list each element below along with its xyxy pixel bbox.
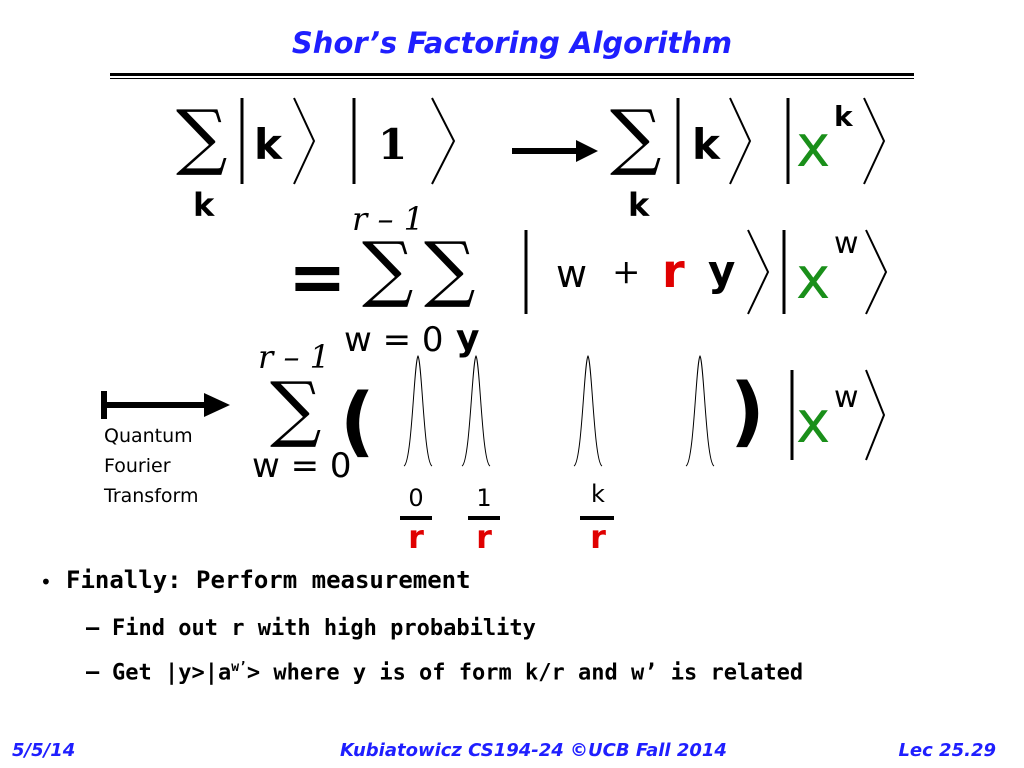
upper-limit-2: r – 1	[258, 338, 330, 376]
sum-index-k-1: k	[193, 186, 215, 224]
fraction-bar-k	[580, 516, 614, 520]
peak-label-k-numerator: k	[591, 480, 605, 508]
title-rule-thick	[110, 73, 914, 76]
ket-x-label-2: x	[796, 244, 831, 312]
open-paren: (	[340, 376, 375, 465]
plus-sign: +	[612, 252, 641, 292]
upper-limit-1: r – 1	[352, 200, 424, 238]
qft-sum-index: w = 0	[252, 446, 352, 486]
sum-symbol-4: ∑	[424, 226, 476, 310]
fraction-bar-0	[400, 516, 432, 520]
ket-w-label: w	[556, 252, 588, 296]
footer-course: Kubiatowicz CS194-24 ©UCB Fall 2014	[340, 740, 727, 761]
equals-sign: =	[288, 236, 347, 318]
peak-label-k-denominator: r	[590, 518, 606, 556]
bullet-text-3-sup: w’	[231, 660, 247, 675]
sum-index-k-2: k	[628, 186, 650, 224]
bullet-item-3: – Get |y>|aw’> where y is of form k/r an…	[40, 654, 1000, 698]
ket-y-label: y	[708, 246, 736, 295]
qft-label-line-1: Quantum	[104, 425, 193, 447]
exponent-k: k	[834, 100, 853, 133]
bullet-text-3-pre: Get |y>|a	[112, 660, 232, 686]
close-paren: )	[730, 366, 765, 455]
bullet-text-3: Get |y>|aw’> where y is of form k/r and …	[112, 660, 803, 685]
ket-w-ry-x	[524, 229, 888, 315]
ket-x-label-3: x	[796, 388, 831, 456]
peak-label-1-denominator: r	[476, 518, 492, 556]
sum-symbol-3: ∑	[362, 226, 414, 310]
probability-peaks	[403, 355, 715, 467]
title-rule-thin	[110, 78, 914, 79]
ket-k-label-2: k	[692, 120, 720, 169]
sum-symbol-5: ∑	[270, 366, 322, 450]
sub-bullet-dash: –	[86, 616, 100, 641]
sum-symbol-1: ∑	[176, 94, 228, 178]
arrow-right-icon	[512, 140, 598, 162]
sum-index-y: y	[456, 318, 480, 359]
exponent-w-1: w	[834, 226, 859, 261]
bullet-text-3-post: > where y is of form k/r and w’ is relat…	[246, 660, 804, 686]
sub-bullet-dash: –	[86, 660, 100, 685]
ket-x-w-final	[790, 369, 886, 461]
peak-label-0-denominator: r	[408, 518, 424, 556]
footer-slide-number: Lec 25.29	[898, 740, 996, 761]
slide-title: Shor’s Factoring Algorithm	[291, 26, 733, 60]
bullet-dot: •	[40, 570, 52, 594]
footer-date: 5/5/14	[12, 740, 76, 761]
period-r: r	[662, 244, 685, 298]
sum-symbol-2: ∑	[610, 94, 662, 178]
bullet-item-2: – Find out r with high probability	[40, 610, 1000, 654]
fraction-bar-1	[468, 516, 500, 520]
ket-one-label: 1	[378, 120, 408, 169]
peak-label-1-numerator: 1	[476, 484, 492, 512]
ket-k-label-1: k	[254, 120, 282, 169]
bullet-text-2: Find out r with high probability	[112, 616, 536, 641]
sum-index-w: w = 0	[344, 320, 444, 360]
peak-label-0-numerator: 0	[408, 484, 424, 512]
ket-k-one	[240, 97, 456, 185]
ket-x-label-1: x	[796, 112, 831, 180]
exponent-w-2: w	[834, 380, 859, 415]
maps-to-arrow-icon	[101, 391, 230, 419]
qft-label-line-2: Fourier	[104, 455, 171, 477]
bullet-item-1: • Finally: Perform measurement	[40, 566, 1000, 610]
bullet-list: • Finally: Perform measurement – Find ou…	[40, 566, 1000, 698]
bullet-text-1: Finally: Perform measurement	[66, 566, 471, 594]
ket-k-x	[676, 97, 886, 185]
qft-label-line-3: Transform	[104, 485, 199, 507]
